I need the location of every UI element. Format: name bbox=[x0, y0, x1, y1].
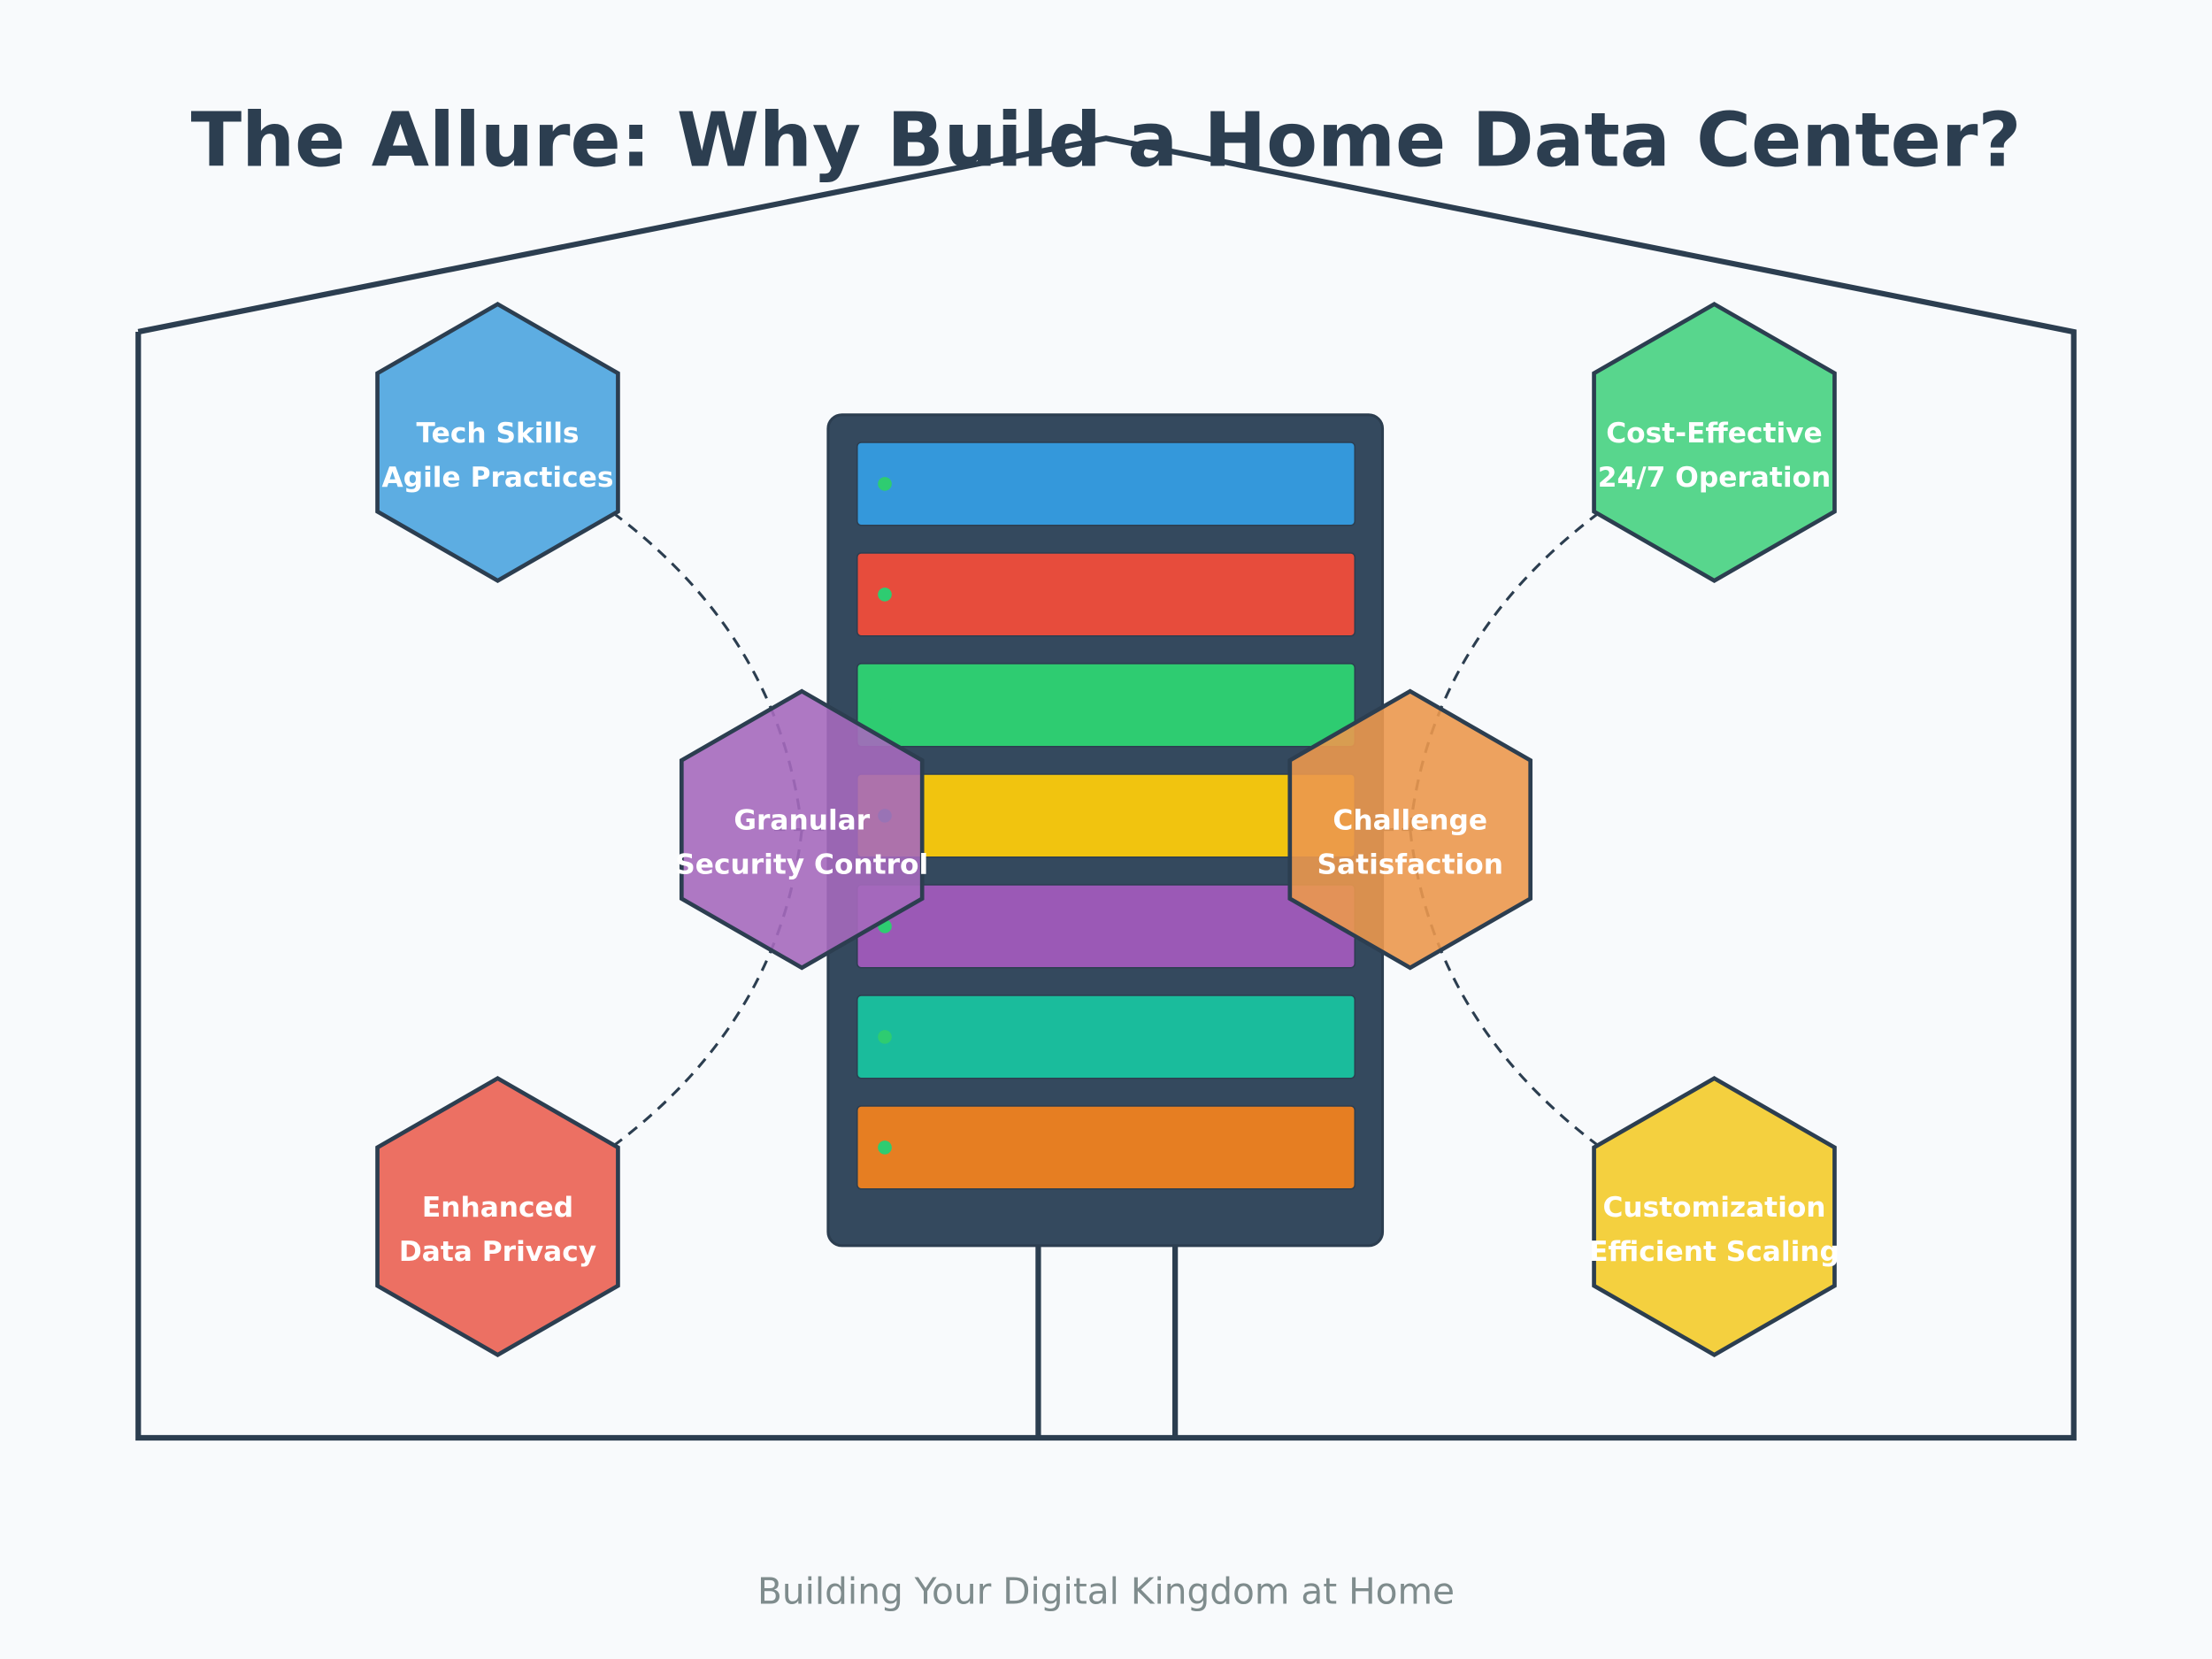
hexagon-shape bbox=[1287, 688, 1533, 971]
rack-drive bbox=[856, 663, 1356, 748]
benefit-granular-security: Granular Security Control bbox=[675, 688, 928, 971]
benefit-label-line1: Granular bbox=[733, 805, 870, 837]
status-led-icon bbox=[878, 1030, 892, 1044]
house-outline bbox=[135, 135, 2077, 1441]
hexagon-shape bbox=[1592, 302, 1837, 583]
rack-drive bbox=[856, 442, 1356, 526]
rack-drive bbox=[856, 995, 1356, 1079]
benefit-label-line1: Enhanced bbox=[422, 1192, 573, 1224]
status-led-icon bbox=[878, 477, 892, 491]
hexagon-shape bbox=[375, 302, 620, 583]
benefit-label-line1: Tech Skills bbox=[416, 418, 579, 449]
benefit-label-line2: Efficient Scaling bbox=[1589, 1236, 1839, 1268]
benefit-label-line1: Challenge bbox=[1333, 805, 1487, 837]
benefit-challenge-satisfaction: Challenge Satisfaction bbox=[1287, 688, 1533, 971]
rack-drive bbox=[856, 1105, 1356, 1190]
hexagon-shape bbox=[679, 688, 925, 971]
subtitle: Building Your Digital Kingdom at Home bbox=[757, 1570, 1455, 1612]
benefit-label-line2: Data Privacy bbox=[399, 1236, 596, 1268]
benefit-label-line2: Satisfaction bbox=[1317, 849, 1503, 880]
benefit-cost-effective: Cost-Effective 24/7 Operation bbox=[1592, 302, 1837, 583]
benefit-label-line2: 24/7 Operation bbox=[1598, 462, 1832, 494]
rack-stand bbox=[1035, 1244, 1179, 1438]
server-rack bbox=[826, 413, 1385, 1248]
benefit-label-line2: Agile Practices bbox=[382, 462, 614, 494]
benefit-customization: Customization Efficient Scaling bbox=[1589, 1076, 1839, 1357]
rack-drive bbox=[856, 773, 1356, 858]
benefit-tech-skills: Tech Skills Agile Practices bbox=[375, 302, 620, 583]
benefit-label-line1: Customization bbox=[1602, 1192, 1825, 1224]
page-title: The Allure: Why Build a Home Data Center… bbox=[191, 97, 2022, 184]
rack-drive bbox=[856, 884, 1356, 969]
status-led-icon bbox=[878, 588, 892, 602]
benefit-data-privacy: Enhanced Data Privacy bbox=[375, 1076, 620, 1357]
status-led-icon bbox=[878, 1141, 892, 1155]
benefit-label-line2: Security Control bbox=[675, 849, 928, 880]
rack-drive bbox=[856, 552, 1356, 637]
benefit-label-line1: Cost-Effective bbox=[1606, 418, 1823, 449]
hexagon-shape bbox=[1592, 1076, 1837, 1357]
status-led-icon bbox=[878, 698, 892, 712]
hexagon-shape bbox=[375, 1076, 620, 1357]
